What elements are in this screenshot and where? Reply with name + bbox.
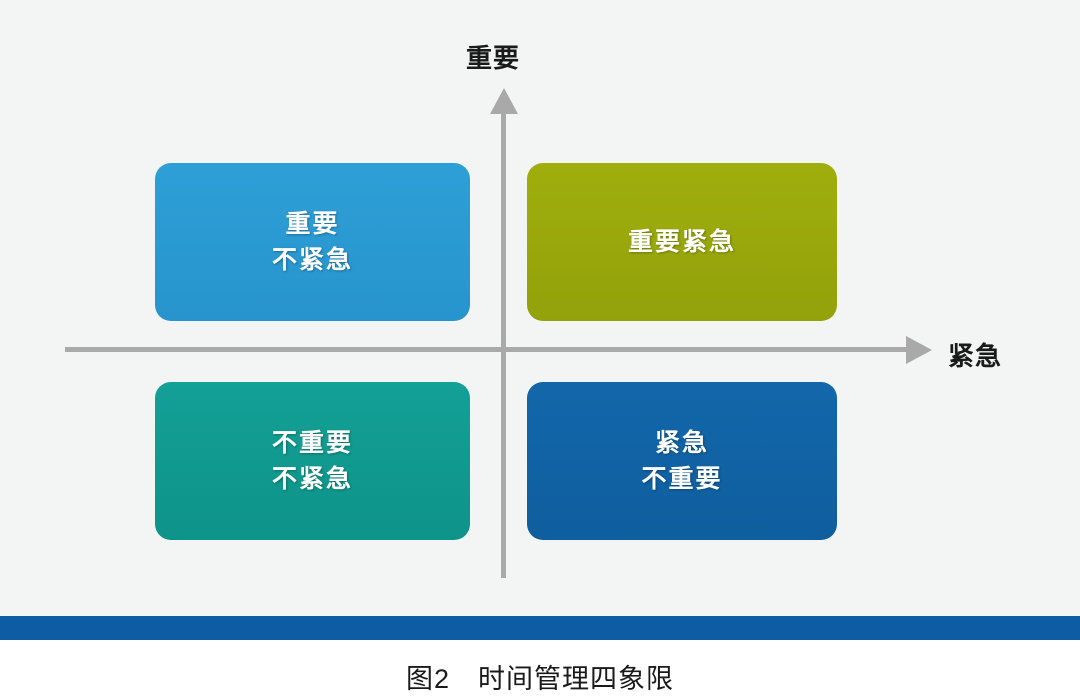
quadrant-important-not-urgent[interactable]: 重要 不紧急 xyxy=(155,163,479,321)
quadrant-label-line: 不紧急 xyxy=(271,246,353,274)
y-axis-line xyxy=(501,110,506,578)
accent-divider xyxy=(0,616,1080,640)
x-axis-label: 紧急 xyxy=(948,341,1003,371)
quadrant-label-line: 紧急 xyxy=(654,428,709,457)
quadrant-label-line: 不紧急 xyxy=(271,465,353,493)
x-axis-line xyxy=(65,347,911,352)
x-axis-arrow-icon xyxy=(906,336,932,364)
quadrant-important-urgent[interactable]: 重要紧急 xyxy=(527,163,846,321)
figure-caption: 图2 时间管理四象限 xyxy=(405,664,675,694)
y-axis-arrow-icon xyxy=(490,88,518,114)
quadrant-not-important-not-urgent[interactable]: 不重要 不紧急 xyxy=(155,382,479,540)
y-axis-label: 重要 xyxy=(466,43,521,73)
quadrant-label-line: 不重要 xyxy=(271,428,353,457)
quadrant-label-line: 重要 xyxy=(285,209,340,238)
quadrant-label-line: 不重要 xyxy=(641,465,723,493)
quadrant-urgent-not-important[interactable]: 紧急 不重要 xyxy=(527,382,846,540)
quadrant-label-line: 重要紧急 xyxy=(627,227,736,256)
